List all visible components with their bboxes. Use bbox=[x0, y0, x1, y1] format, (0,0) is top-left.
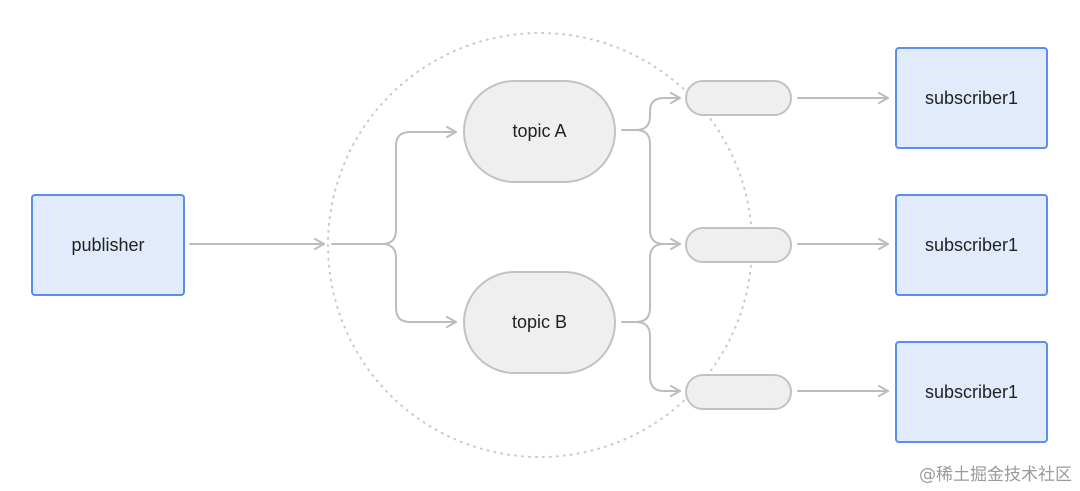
queue-1 bbox=[685, 80, 792, 116]
topic-a-label: topic A bbox=[512, 121, 567, 141]
topic-b-label: topic B bbox=[511, 312, 568, 332]
arrow-to-topic-b bbox=[381, 243, 457, 328]
arrow-to-topic-a bbox=[331, 126, 457, 245]
queue-3 bbox=[685, 374, 792, 410]
arrow-topic-b-to-queue-3 bbox=[635, 321, 681, 397]
publisher-label: publisher bbox=[71, 234, 145, 255]
publisher-node: publisher bbox=[31, 194, 185, 296]
topic-a-node: topic A bbox=[463, 80, 616, 183]
subscriber-node-3: subscriber1 bbox=[895, 341, 1048, 443]
subscriber-node-1: subscriber1 bbox=[895, 47, 1048, 149]
arrow-topic-a-to-queue-2 bbox=[635, 129, 681, 250]
subscriber-node-2: subscriber1 bbox=[895, 194, 1048, 296]
subscriber-label: subscriber1 bbox=[924, 234, 1019, 255]
watermark: @稀土掘金技术社区 bbox=[919, 465, 1072, 485]
subscriber-label: subscriber1 bbox=[924, 87, 1019, 108]
subscriber-label: subscriber1 bbox=[924, 381, 1019, 402]
arrow-topic-a-to-queue-1 bbox=[621, 92, 681, 131]
queue-2 bbox=[685, 227, 792, 263]
arrow-topic-b-to-queue-2 bbox=[621, 243, 665, 323]
topic-b-node: topic B bbox=[463, 271, 616, 374]
